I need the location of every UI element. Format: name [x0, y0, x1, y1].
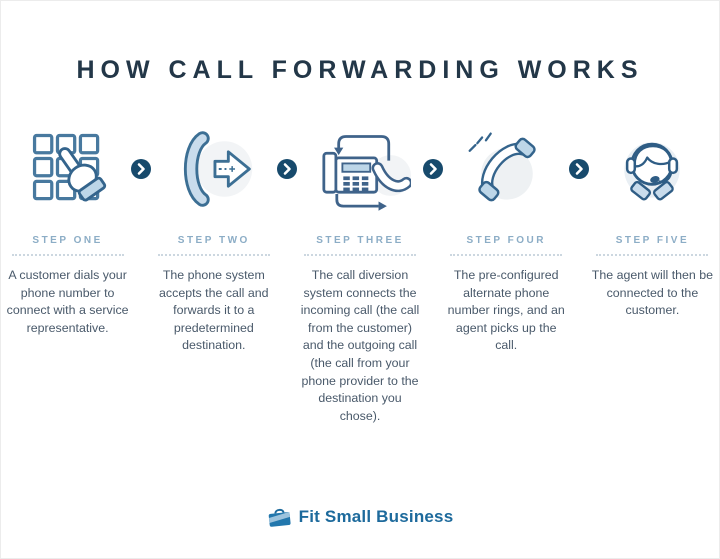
steps-row: STEP ONE A customer dials your phone num… [1, 123, 719, 425]
step-one-label: STEP ONE [32, 235, 103, 246]
handset-forward-icon [171, 123, 257, 215]
step-three-column: STEP THREE The call diversion system con… [297, 123, 422, 425]
agent-headset-icon [609, 123, 695, 215]
step-four-description: The pre-configured alternate phone numbe… [447, 268, 565, 353]
page-title: HOW CALL FORWARDING WORKS [76, 56, 644, 84]
keypad-dial-icon [25, 123, 111, 215]
step-four-column: STEP FOUR The pre-configured alternate p… [444, 123, 569, 355]
step-two-column: STEP TWO The phone system accepts the ca… [151, 123, 276, 355]
chevron-right-icon [569, 159, 590, 179]
dotted-divider [11, 254, 124, 256]
step-one-column: STEP ONE A customer dials your phone num… [5, 123, 130, 337]
briefcase-icon [267, 506, 292, 528]
chevron-right-icon [423, 159, 444, 179]
dotted-divider [450, 254, 563, 256]
step-two-description: The phone system accepts the call and fo… [159, 268, 269, 353]
step-five-description: The agent will then be connected to the … [591, 268, 714, 318]
chevron-right-icon [276, 159, 297, 179]
call-diversion-icon [309, 123, 411, 215]
step-five-label: STEP FIVE [615, 235, 690, 246]
step-three-description: The call diversion system connects the i… [300, 268, 420, 423]
dotted-divider [596, 254, 709, 256]
step-one-description: A customer dials your phone number to co… [6, 268, 129, 335]
dotted-divider [157, 254, 270, 256]
logo-text: Fit Small Business [298, 507, 454, 526]
step-five-column: STEP FIVE The agent will then be connect… [590, 123, 715, 320]
chevron-right-icon [130, 159, 151, 179]
dotted-divider [304, 254, 416, 256]
fit-small-business-logo: Fit Small Business [1, 506, 719, 528]
ringing-phone-icon [463, 123, 549, 215]
step-four-label: STEP FOUR [466, 235, 546, 246]
step-two-label: STEP TWO [177, 235, 250, 246]
step-three-label: STEP THREE [316, 235, 404, 246]
